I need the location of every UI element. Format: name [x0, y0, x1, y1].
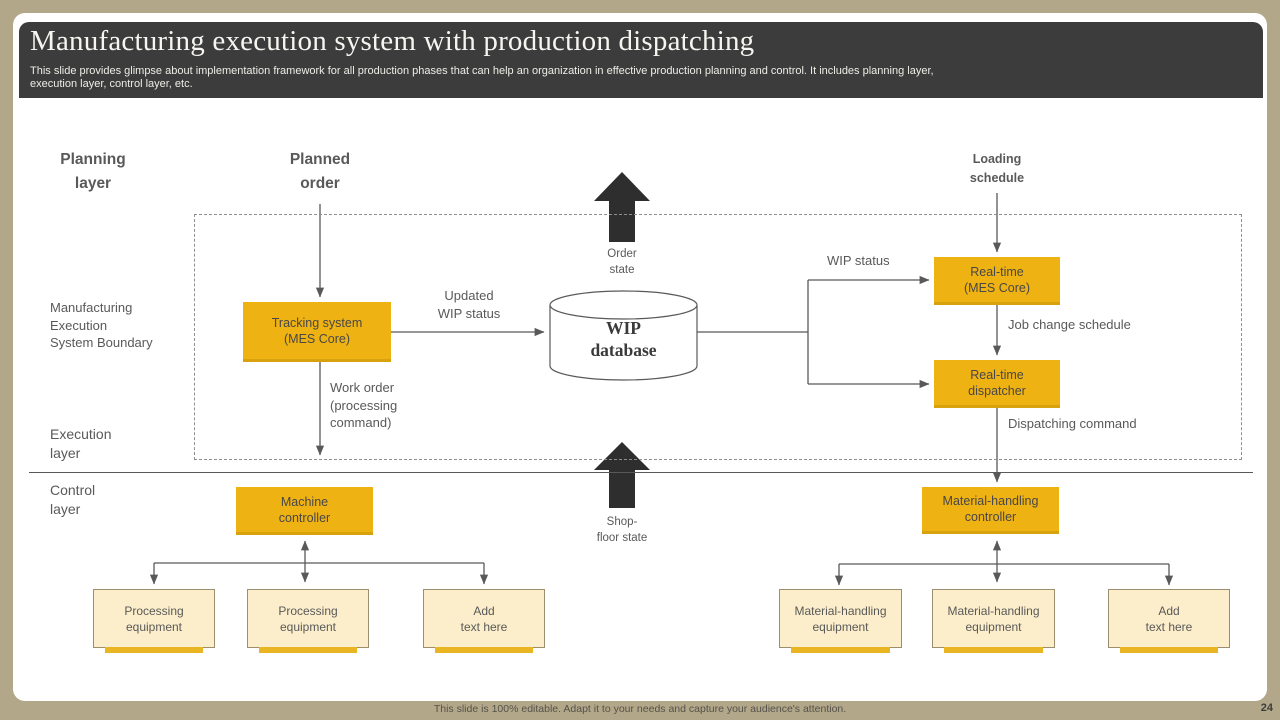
processing-equipment-node-1: Processing equipment	[93, 589, 215, 653]
execution-layer-label: Execution layer	[50, 426, 112, 461]
planned-order-label: Planned order	[289, 151, 351, 192]
wip-status-label: WIP status	[827, 253, 890, 268]
add-text-placeholder-left: Add text here	[423, 589, 545, 653]
work-order-label: Work order (processing command)	[330, 380, 398, 430]
material-handling-equipment-node-2: Material-handling equipment	[932, 589, 1055, 653]
tracking-system-node: Tracking system (MES Core)	[243, 302, 391, 362]
loading-schedule-label: Loading schedule	[969, 152, 1025, 185]
control-layer-separator-line	[29, 472, 1253, 473]
slide-header: Manufacturing execution system with prod…	[19, 22, 1263, 98]
machine-controller-node: Machine controller	[236, 487, 373, 535]
processing-equipment-node-2: Processing equipment	[247, 589, 369, 653]
wip-database-label: WIP database	[590, 318, 657, 360]
page-title: Manufacturing execution system with prod…	[30, 25, 755, 57]
planning-layer-label: Planning layer	[60, 151, 126, 192]
add-text-placeholder-right: Add text here	[1108, 589, 1230, 653]
mes-boundary-dashed-box	[194, 214, 1242, 460]
footer-note: This slide is 100% editable. Adapt it to…	[433, 703, 847, 715]
material-handling-controller-node: Material-handling controller	[922, 487, 1059, 534]
order-state-label: Order state	[607, 248, 637, 276]
slide-subtitle: This slide provides glimpse about implem…	[30, 65, 934, 90]
mes-boundary-label: Manufacturing Execution System Boundary	[50, 300, 153, 350]
realtime-mes-core-node: Real-time (MES Core)	[934, 257, 1060, 305]
updated-wip-status-label: Updated WIP status	[437, 288, 501, 321]
shop-floor-state-label: Shop- floor state	[596, 516, 648, 544]
slide-footer: This slide is 100% editable. Adapt it to…	[0, 700, 1280, 720]
realtime-dispatcher-node: Real-time dispatcher	[934, 360, 1060, 408]
page-number: 24	[1260, 702, 1273, 714]
job-change-schedule-label: Job change schedule	[1008, 317, 1131, 332]
control-layer-label: Control layer	[50, 482, 96, 517]
material-handling-equipment-node-1: Material-handling equipment	[779, 589, 902, 653]
dispatching-command-label: Dispatching command	[1008, 416, 1137, 431]
